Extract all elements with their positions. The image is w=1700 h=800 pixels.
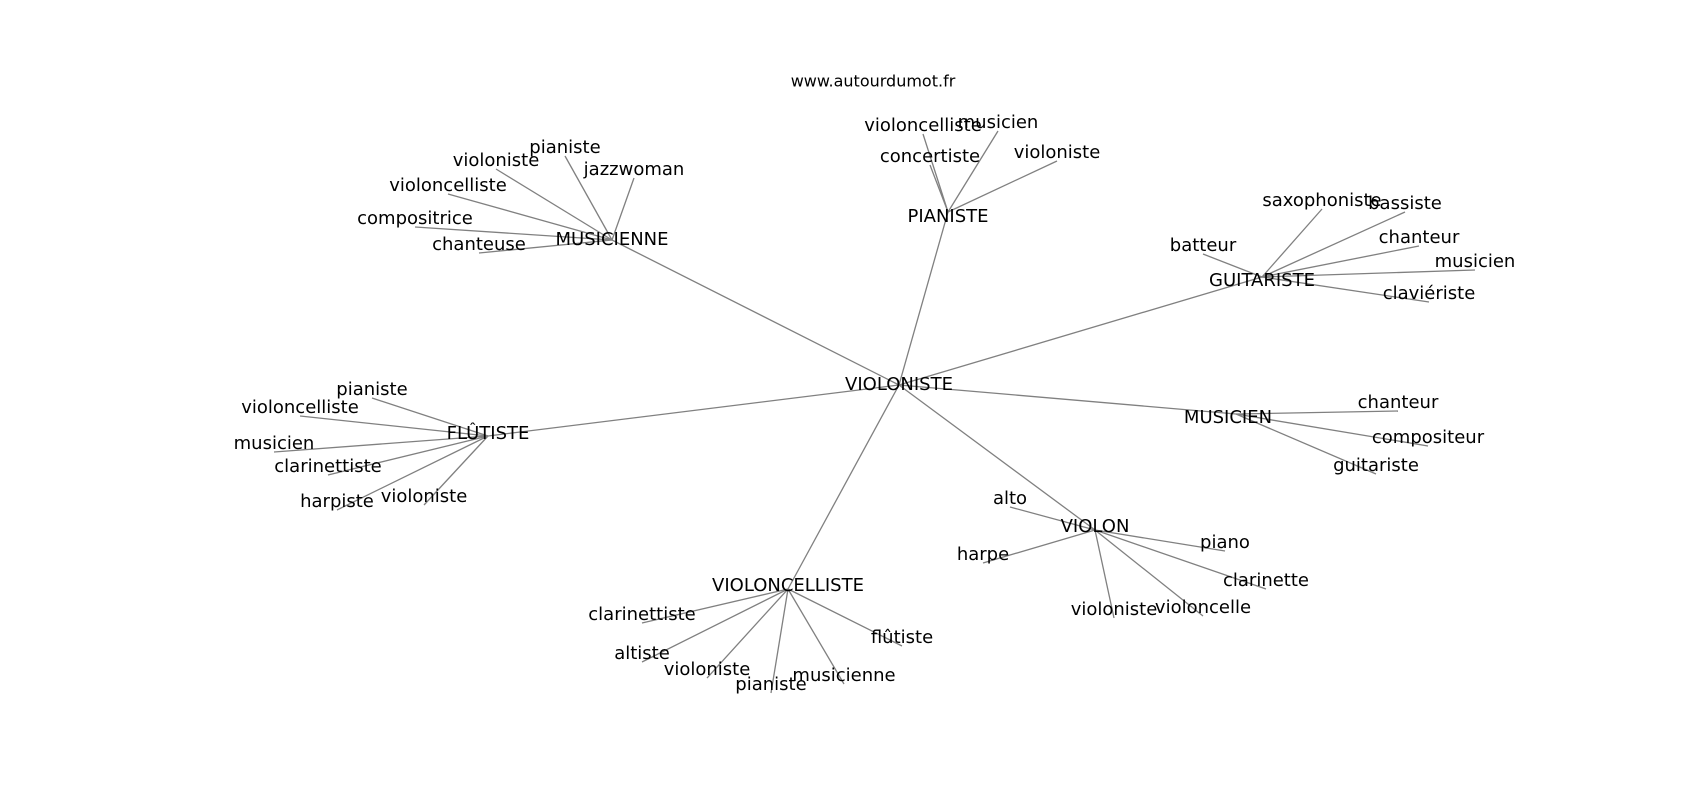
leaf-node-violoniste: violoniste [1014, 142, 1101, 163]
edge-violon-violoncelle [1094, 529, 1204, 617]
leaf-node-concertiste: concertiste [880, 146, 980, 167]
edge-guitariste-musicien [1261, 269, 1476, 278]
leaf-node-harpe: harpe [957, 544, 1009, 565]
leaf-node-pianiste: pianiste [735, 674, 806, 695]
edge-center-pianiste [898, 211, 949, 386]
leaf-node-clarinettiste: clarinettiste [274, 456, 381, 477]
edge-center-musicienne [611, 239, 900, 386]
leaf-node-pianiste: pianiste [529, 137, 600, 158]
hub-node-guitariste: GUITARISTE [1209, 270, 1315, 291]
leaf-node-chanteur: chanteur [1379, 227, 1460, 248]
leaf-node-bassiste: bassiste [1368, 193, 1442, 214]
leaf-node-harpiste: harpiste [300, 491, 374, 512]
edge-guitariste-saxophoniste [1261, 208, 1323, 278]
hub-node-violoncelliste: VIOLONCELLISTE [712, 575, 864, 596]
edge-violoncelliste-clarinettiste [641, 588, 789, 624]
leaf-node-chanteur: chanteur [1358, 392, 1439, 413]
edge-musicienne-violoniste [495, 168, 613, 241]
edge-musicienne-chanteuse [478, 239, 613, 254]
edge-flutiste-pianiste [371, 397, 489, 437]
labels-layer: VIOLONISTEPIANISTEvioloncellistemusicien… [234, 112, 1516, 695]
edge-violon-harpe [982, 529, 1096, 564]
edge-pianiste-concertiste [929, 164, 949, 213]
hub-node-flutiste: FLÛTISTE [447, 422, 530, 444]
leaf-node-compositeur: compositeur [1372, 427, 1485, 448]
edge-violoncelliste-violoniste [706, 588, 789, 679]
edge-pianiste-violoncelliste [922, 133, 949, 213]
leaf-node-compositrice: compositrice [357, 208, 473, 229]
edge-guitariste-batteur [1202, 253, 1263, 278]
leaf-node-clarinette: clarinette [1223, 570, 1309, 591]
leaf-node-violoncelliste: violoncelliste [241, 397, 359, 418]
leaf-node-altiste: altiste [614, 643, 670, 664]
leaf-node-violoniste: violoniste [381, 486, 468, 507]
edge-center-flutiste [487, 384, 900, 437]
edge-flutiste-musicien [273, 435, 489, 453]
center-node-label: VIOLONISTE [845, 374, 953, 395]
edge-violon-clarinette [1094, 529, 1267, 590]
edge-flutiste-clarinettiste [327, 435, 489, 476]
leaf-node-violoncelliste: violoncelliste [864, 115, 982, 136]
edge-guitariste-bassiste [1261, 211, 1406, 278]
edge-pianiste-musicien [947, 130, 999, 213]
edge-center-violoncelliste [787, 384, 900, 590]
edge-violoncelliste-altiste [641, 588, 789, 663]
hub-node-musicien: MUSICIEN [1184, 407, 1272, 428]
edge-violoncelliste-musicienne [787, 588, 845, 685]
leaf-node-clavieriste: claviériste [1383, 283, 1476, 304]
edge-musicienne-compositrice [414, 226, 613, 241]
leaf-node-chanteuse: chanteuse [432, 234, 526, 255]
leaf-node-musicienne: musicienne [792, 665, 895, 686]
edge-musicienne-violoncelliste [447, 193, 613, 241]
edge-musicien-chanteur [1235, 410, 1399, 415]
edge-violon-alto [1009, 506, 1096, 531]
edge-center-guitariste [898, 276, 1263, 386]
leaf-node-pianiste: pianiste [336, 379, 407, 400]
edges-layer [273, 130, 1476, 694]
leaf-node-musicien: musicien [234, 433, 315, 454]
edge-musicien-compositeur [1235, 413, 1429, 447]
leaf-node-batteur: batteur [1170, 235, 1237, 256]
edge-violoncelliste-pianiste [770, 588, 789, 694]
edge-violon-violoniste [1094, 529, 1115, 619]
edge-flutiste-violoncelliste [299, 415, 489, 437]
edge-flutiste-harpiste [336, 435, 489, 511]
leaf-node-saxophoniste: saxophoniste [1262, 190, 1381, 211]
edge-guitariste-clavieriste [1261, 276, 1430, 303]
leaf-node-jazzwoman: jazzwoman [583, 159, 685, 180]
source-url: www.autourdumot.fr [791, 72, 956, 91]
leaf-node-alto: alto [993, 488, 1027, 509]
leaf-node-violoniste: violoniste [1071, 599, 1158, 620]
edge-violon-piano [1094, 529, 1226, 552]
leaf-node-violoncelle: violoncelle [1155, 597, 1251, 618]
leaf-node-flutiste: flûtiste [871, 627, 933, 648]
edge-center-musicien [898, 384, 1237, 415]
hub-node-pianiste: PIANISTE [907, 206, 988, 227]
hub-node-violon: VIOLON [1061, 516, 1130, 537]
leaf-node-violoniste: violoniste [453, 150, 540, 171]
leaf-node-musicien: musicien [958, 112, 1039, 133]
leaf-node-musicien: musicien [1435, 251, 1516, 272]
leaf-node-guitariste: guitariste [1333, 455, 1419, 476]
leaf-node-violoncelliste: violoncelliste [389, 175, 507, 196]
edge-flutiste-violoniste [423, 435, 489, 506]
edge-musicien-guitariste [1235, 413, 1377, 475]
hub-node-musicienne: MUSICIENNE [556, 229, 669, 250]
leaf-node-piano: piano [1200, 532, 1250, 553]
leaf-node-clarinettiste: clarinettiste [588, 604, 695, 625]
edge-guitariste-chanteur [1261, 245, 1420, 278]
leaf-node-violoniste: violoniste [664, 659, 751, 680]
edge-musicienne-pianiste [564, 155, 613, 241]
edge-pianiste-violoniste [947, 160, 1058, 213]
edge-musicienne-jazzwoman [611, 177, 635, 241]
edge-violoncelliste-flutiste [787, 588, 903, 647]
edge-center-violon [898, 384, 1096, 531]
